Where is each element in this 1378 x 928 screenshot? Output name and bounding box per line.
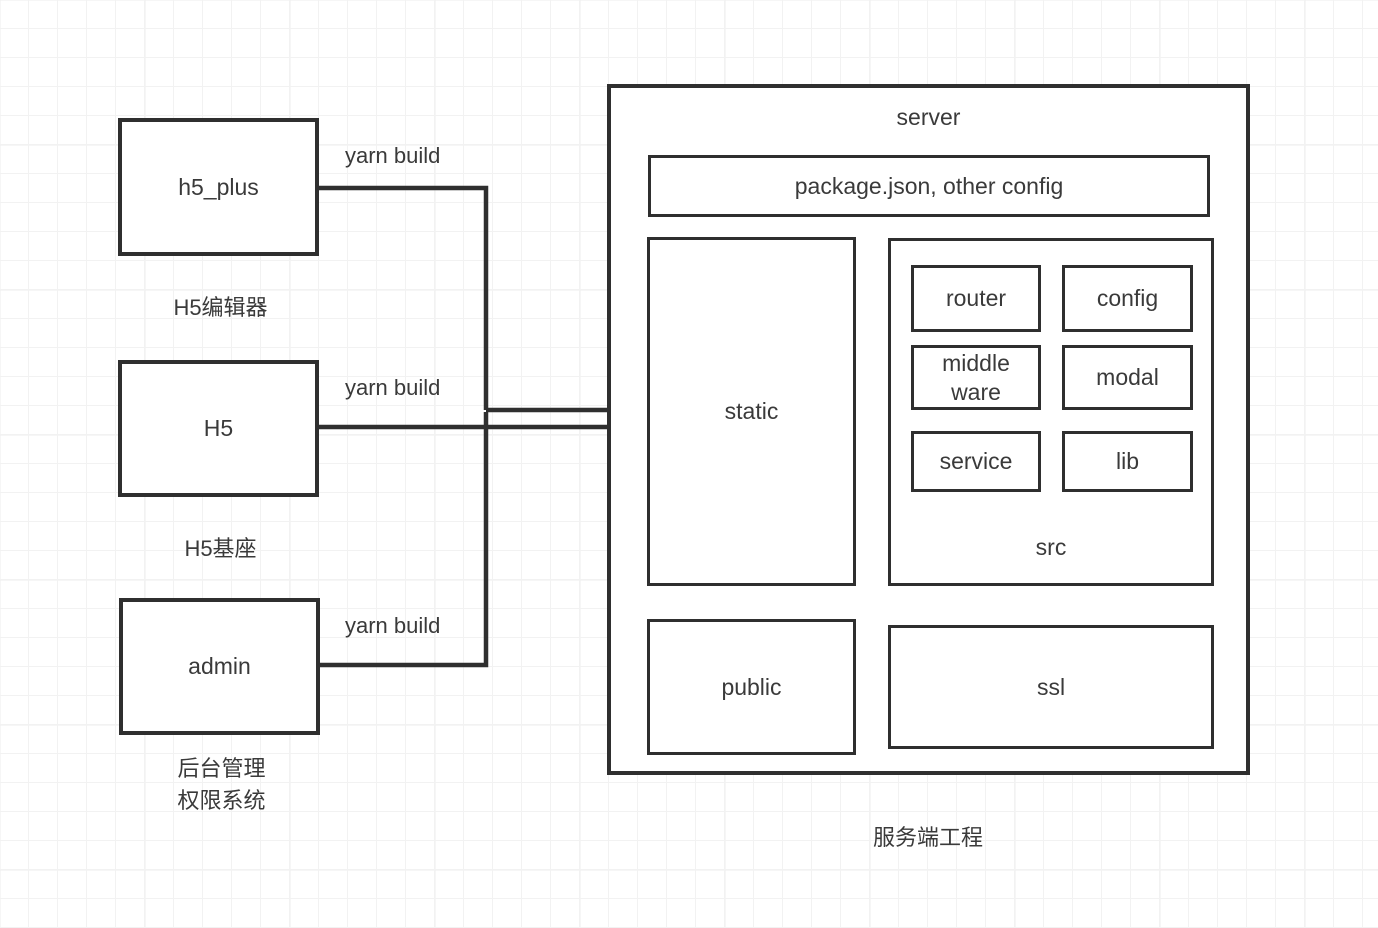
edge-label-admin: yarn build [345, 613, 441, 638]
node-h5-plus[interactable]: h5_plus [118, 118, 319, 256]
node-h5-label: H5 [203, 415, 234, 442]
node-lib-label: lib [1115, 448, 1139, 475]
node-modal[interactable]: modal [1062, 345, 1193, 410]
node-h5-plus-label: h5_plus [178, 173, 259, 200]
node-admin-label: admin [188, 653, 251, 680]
node-config-label: config [1096, 285, 1159, 312]
edge-label-h5: yarn build [345, 375, 441, 400]
caption-admin: 后台管理 权限系统 [177, 756, 266, 813]
node-service[interactable]: service [911, 431, 1041, 492]
node-static-label: static [724, 398, 779, 425]
node-h5[interactable]: H5 [118, 360, 319, 497]
node-config[interactable]: config [1062, 265, 1193, 332]
node-admin[interactable]: admin [119, 598, 320, 735]
node-public-label: public [721, 673, 782, 700]
node-ssl[interactable]: ssl [888, 625, 1214, 749]
node-router[interactable]: router [911, 265, 1041, 332]
node-static[interactable]: static [647, 237, 856, 586]
container-src-title: src [1035, 534, 1067, 560]
node-router-label: router [945, 285, 1007, 312]
node-lib[interactable]: lib [1062, 431, 1193, 492]
node-ssl-label: ssl [1036, 673, 1066, 700]
node-package-config-label: package.json, other config [794, 172, 1064, 199]
edge-label-h5-plus: yarn build [345, 143, 441, 168]
node-package-config[interactable]: package.json, other config [648, 155, 1210, 217]
node-middleware-label: middle ware [942, 349, 1010, 405]
caption-h5: H5基座 [184, 536, 257, 561]
node-service-label: service [939, 448, 1013, 475]
node-modal-label: modal [1096, 364, 1159, 391]
container-server-title: server [896, 104, 961, 130]
caption-h5-plus: H5编辑器 [173, 295, 268, 320]
node-middleware[interactable]: middle ware [911, 345, 1041, 410]
node-public[interactable]: public [647, 619, 856, 755]
caption-server: 服务端工程 [872, 825, 983, 850]
